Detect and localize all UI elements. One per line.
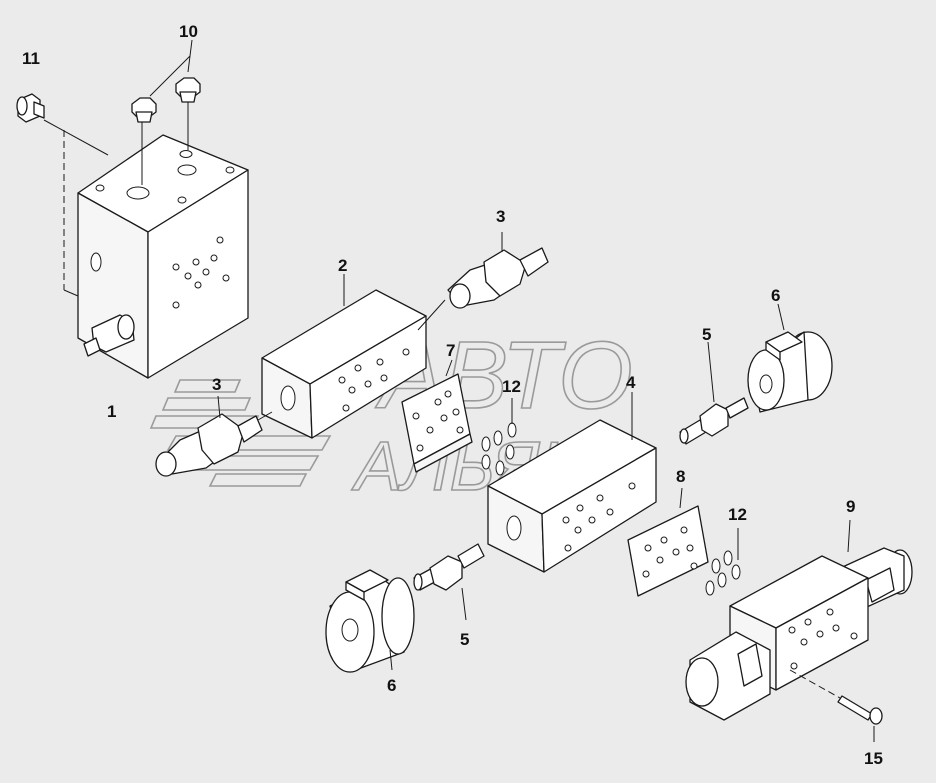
callout-9: 9 [846, 497, 855, 516]
bolt-part-15 [789, 669, 883, 742]
callout-2: 2 [338, 256, 347, 275]
callout-6-lower: 6 [387, 676, 396, 695]
callout-6-right: 6 [771, 286, 780, 305]
leader-8 [679, 487, 683, 509]
manifold-block-part-4 [487, 419, 657, 573]
plug-part-10b [175, 77, 201, 150]
valve-body-part-1 [77, 134, 249, 379]
o-rings-part-12-lower [705, 550, 741, 596]
callout-15: 15 [864, 749, 883, 768]
solenoid-coil-part-6-right [747, 303, 833, 413]
callout-12-lower: 12 [728, 505, 747, 524]
leader-11 [43, 119, 109, 156]
leader-11b [63, 289, 79, 297]
plug-part-10a [131, 97, 157, 185]
directional-valve-part-9 [685, 519, 913, 721]
leader-3a-dash [417, 299, 446, 331]
relief-valve-part-3-lower [155, 395, 263, 477]
solenoid-coil-part-6-lower [325, 569, 415, 673]
callout-4: 4 [626, 373, 636, 392]
callout-1: 1 [107, 402, 116, 421]
gasket-plate-part-8 [627, 505, 709, 597]
manifold-block-part-2 [261, 289, 427, 439]
callout-11: 11 [22, 49, 40, 68]
relief-valve-part-3-upper [447, 232, 549, 309]
plug-part-11 [16, 93, 45, 123]
callout-labels: 11 10 1 2 3 3 7 12 4 5 6 8 12 9 5 6 15 [22, 22, 883, 768]
callout-5-lower: 5 [460, 630, 469, 649]
callout-5-right: 5 [702, 325, 711, 344]
gasket-plate-part-7 [401, 373, 473, 473]
leader-10b [149, 55, 191, 97]
leader-3b [257, 411, 273, 421]
callout-7: 7 [446, 341, 455, 360]
callout-10: 10 [179, 22, 198, 41]
callout-3-upper: 3 [496, 207, 505, 226]
leader-7 [445, 359, 453, 377]
callout-8: 8 [676, 467, 685, 486]
callout-3-lower: 3 [212, 375, 221, 394]
o-rings-part-12-upper [481, 422, 517, 476]
cartridge-part-5-right [679, 341, 749, 445]
callout-12-upper: 12 [502, 377, 521, 396]
cartridge-part-5-lower [413, 543, 485, 621]
